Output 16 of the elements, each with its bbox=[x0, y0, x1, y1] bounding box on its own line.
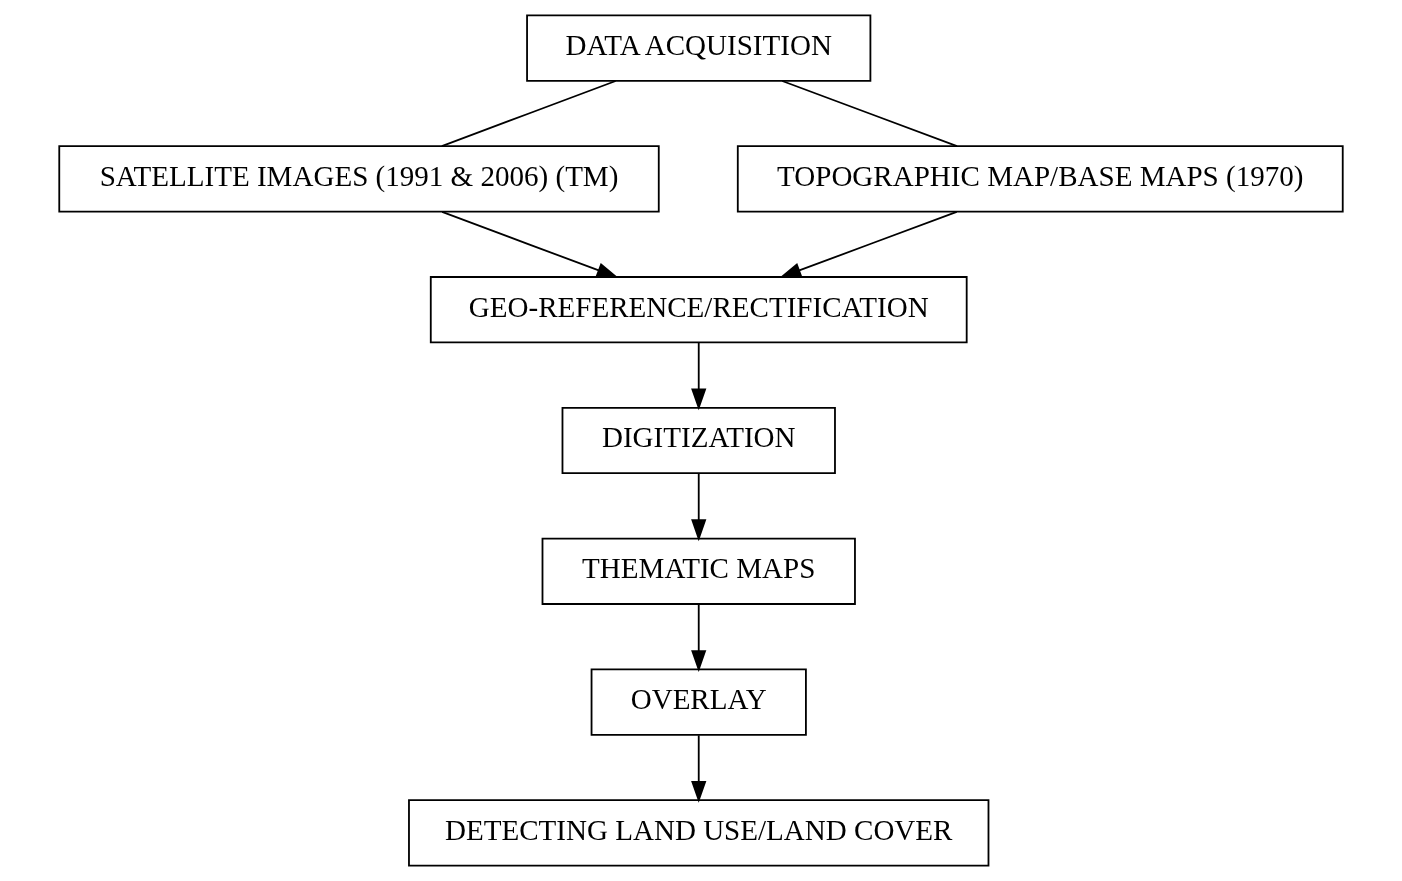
node-box: DETECTING LAND USE/LAND COVER bbox=[408, 799, 990, 867]
node-box: SATELLITE IMAGES (1991 & 2006) (TM) bbox=[58, 145, 660, 213]
arrow bbox=[691, 472, 707, 542]
arrow bbox=[691, 342, 707, 411]
connector bbox=[781, 80, 958, 147]
node-box: OVERLAY bbox=[590, 668, 807, 736]
node-box: TOPOGRAPHIC MAP/BASE MAPS (1970) bbox=[736, 145, 1344, 213]
connector bbox=[440, 80, 617, 147]
node-box: DATA ACQUISITION bbox=[526, 14, 872, 82]
arrow bbox=[691, 734, 707, 803]
arrow bbox=[779, 210, 958, 278]
arrow bbox=[441, 210, 619, 278]
arrow bbox=[691, 603, 707, 672]
node-box: THEMATIC MAPS bbox=[541, 537, 856, 605]
node-box: GEO-REFERENCE/RECTIFICATION bbox=[429, 276, 968, 344]
node-box: DIGITIZATION bbox=[561, 406, 836, 475]
